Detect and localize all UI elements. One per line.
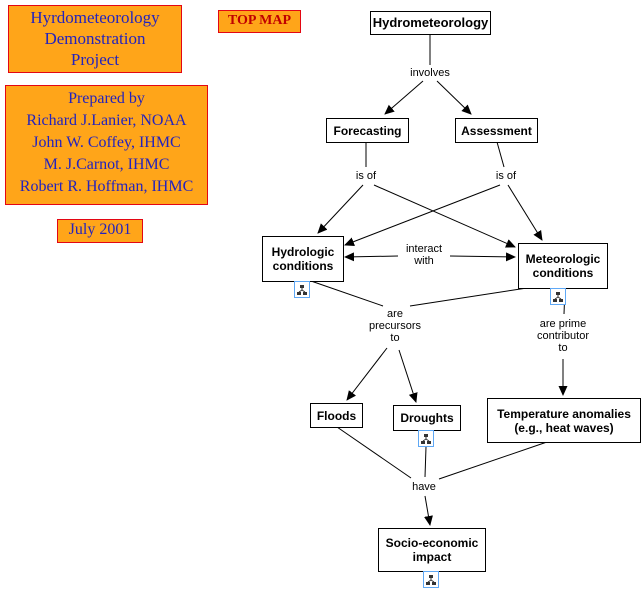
concept-forecasting[interactable]: Forecasting: [326, 118, 409, 143]
credits-note: Prepared by Richard J.Lanier, NOAA John …: [5, 85, 208, 205]
link-phrase-interact-with: interact with: [404, 243, 444, 267]
edge-temperature-have: [438, 441, 548, 480]
edge-isof-left-meteorologic: [373, 184, 516, 248]
concept-label: Hydrometeorology: [372, 15, 489, 30]
concept-label: conditions: [532, 266, 594, 280]
concept-assessment[interactable]: Assessment: [455, 118, 538, 143]
edge-have-socioeconomic: [424, 495, 433, 526]
concept-socioeconomic-impact[interactable]: Socio-economic impact: [378, 528, 486, 572]
credits-line: Robert R. Hoffman, IHMC: [19, 178, 194, 195]
credits-line: Richard J.Lanier, NOAA: [26, 112, 187, 129]
edge-interact-meteorologic: [449, 252, 516, 262]
concept-floods[interactable]: Floods: [310, 403, 363, 428]
concept-label: Socio-economic: [385, 536, 479, 550]
cmap-resource-icon: [426, 574, 436, 585]
phrase-line: contributor: [537, 330, 589, 342]
credits-line: M. J.Carnot, IHMC: [43, 156, 170, 173]
cmap-resource-icon: [553, 291, 563, 302]
edge-isof-left-hydrologic: [317, 184, 364, 234]
top-map-label: TOP MAP: [218, 10, 301, 33]
concept-hydrometeorology[interactable]: Hydrometeorology: [370, 11, 491, 35]
concept-label: Floods: [316, 408, 357, 423]
concept-label: Meteorologic: [525, 252, 601, 266]
project-title-line: Demonstration: [44, 29, 146, 48]
phrase-line: with: [414, 255, 434, 267]
resource-icon-droughts[interactable]: [418, 430, 434, 447]
concept-temperature-anomalies[interactable]: Temperature anomalies (e.g., heat waves): [487, 398, 641, 443]
concept-label: Temperature anomalies: [497, 406, 631, 421]
cmap-resource-icon: [421, 433, 431, 444]
phrase-line: precursors: [369, 320, 421, 332]
concept-label: Forecasting: [333, 123, 402, 138]
phrase-line: interact: [405, 243, 443, 255]
date-note: July 2001: [57, 219, 143, 243]
resource-icon-socioeconomic[interactable]: [423, 571, 439, 588]
concept-hydrologic-conditions[interactable]: Hydrologic conditions: [262, 236, 344, 282]
edge-isof-right-hydrologic: [344, 184, 501, 246]
edge-interact-hydrologic: [344, 252, 399, 262]
phrase-line: to: [558, 342, 568, 354]
edge-involves-assessment: [436, 80, 472, 115]
link-phrase-is-of-right: is of: [494, 170, 518, 182]
resource-icon-hydrologic[interactable]: [294, 281, 310, 298]
phrase-line: are: [387, 308, 403, 320]
phrase-line: are prime: [539, 318, 587, 330]
edge-involves-forecasting: [384, 80, 424, 115]
credits-line: Prepared by: [68, 90, 145, 107]
link-phrase-have: have: [411, 481, 437, 493]
edge-meteorologic-precursors: [409, 287, 528, 307]
concept-label: (e.g., heat waves): [514, 420, 614, 435]
resource-icon-meteorologic[interactable]: [550, 288, 566, 305]
concept-meteorologic-conditions[interactable]: Meteorologic conditions: [518, 243, 608, 289]
edge-assessment-isof: [496, 141, 505, 168]
edge-isof-right-meteorologic: [507, 184, 543, 241]
project-title-line: Hyrdometeorology: [30, 8, 160, 27]
link-phrase-are-prime-contributor-to: are prime contributor to: [536, 318, 590, 354]
edge-droughts-have: [424, 446, 427, 478]
edge-floods-have: [336, 426, 412, 479]
concept-label: impact: [412, 550, 452, 564]
project-title-line: Project: [70, 50, 120, 69]
project-title-note: Hyrdometeorology Demonstration Project: [8, 5, 182, 73]
link-phrase-involves: involves: [409, 67, 451, 79]
link-phrase-are-precursors-to: are precursors to: [368, 308, 422, 344]
cmap-resource-icon: [297, 284, 307, 295]
edge-precursors-floods: [346, 347, 388, 401]
concept-label: conditions: [272, 259, 334, 273]
concept-label: Assessment: [461, 123, 532, 138]
concept-label: Droughts: [400, 411, 454, 425]
concept-label: Hydrologic: [271, 245, 335, 259]
phrase-line: to: [390, 332, 400, 344]
credits-line: John W. Coffey, IHMC: [32, 134, 181, 151]
concept-droughts[interactable]: Droughts: [393, 405, 461, 431]
edge-precursors-droughts: [398, 349, 418, 403]
edge-hydrologic-precursors: [310, 280, 384, 307]
link-phrase-is-of-left: is of: [354, 170, 378, 182]
